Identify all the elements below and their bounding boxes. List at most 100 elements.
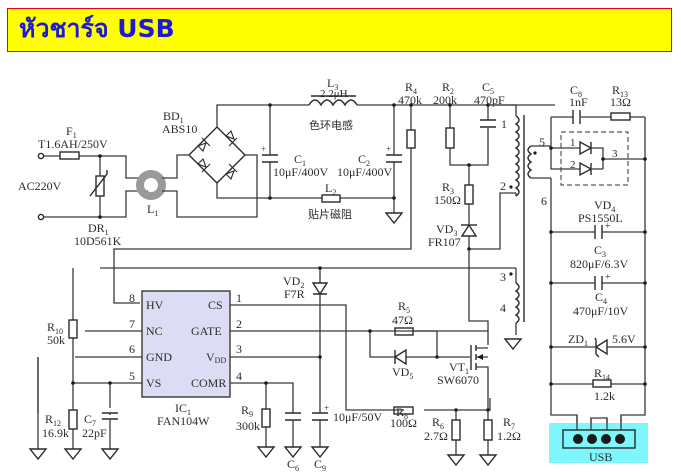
resistor-r12 <box>64 409 82 460</box>
ic-right-pins: 1 2 3 4 CS GATE VDD COMR <box>191 291 242 390</box>
c1-ref: C1 <box>294 152 306 168</box>
l3-note: 色环电感 <box>309 118 353 132</box>
r14-value: 1.2k <box>594 389 615 403</box>
c1-value: 10μF/400V <box>273 165 328 179</box>
capacitor-c7 <box>101 412 119 460</box>
c5-value: 470pF <box>474 93 505 107</box>
capacitor-c6 <box>284 412 302 458</box>
xfmr-pin-3: 3 <box>500 270 506 284</box>
svg-text:7: 7 <box>129 317 135 331</box>
bridge-rectifier-bd1 <box>188 104 270 199</box>
vd2-ref: VD2 <box>283 274 304 290</box>
svg-text:GND: GND <box>146 350 172 364</box>
zener-diode-zd1 <box>549 337 647 358</box>
resistor-r8 <box>393 406 414 415</box>
diode-vd2 <box>311 266 329 413</box>
common-mode-choke-l1 <box>136 170 166 200</box>
c8-ref: C8 <box>570 83 582 99</box>
usb-label: USB <box>589 450 612 464</box>
gnd-pin6 <box>29 357 47 460</box>
r6-ref: R6 <box>432 415 444 431</box>
svg-text:HV: HV <box>146 298 164 312</box>
resistor-r14 <box>549 379 647 388</box>
vd4-pin-1: 1 <box>570 137 576 149</box>
xfmr-pin-1: 1 <box>501 117 507 131</box>
c2-value: 10μF/400V <box>337 165 392 179</box>
r2-value: 200k <box>433 93 457 107</box>
choke-ref: L1 <box>147 202 158 218</box>
bridge-ref: BD1 <box>163 109 184 125</box>
varistor-dr1 <box>89 154 108 219</box>
svg-text:CS: CS <box>208 298 223 312</box>
vd3-value: FR107 <box>428 235 461 249</box>
vd4-pin-2: 2 <box>570 159 576 171</box>
c7-value: 22pF <box>82 426 107 440</box>
r14-ref: R14 <box>594 366 610 382</box>
resistor-r13 <box>610 112 645 121</box>
svg-text:6: 6 <box>129 342 135 356</box>
vd2-value: F7R <box>284 287 305 301</box>
capacitor-c4: + <box>549 272 647 290</box>
r2-ref: R2 <box>442 80 454 96</box>
r12-value: 16.9k <box>42 426 69 440</box>
svg-text:NC: NC <box>146 324 163 338</box>
c9-value: 10μF/50V <box>333 410 382 424</box>
c3-value: 820μF/6.3V <box>570 257 628 271</box>
bridge-value: ABS10 <box>162 122 197 136</box>
r9-value: 300k <box>236 419 260 433</box>
resistor-r9 <box>257 381 275 458</box>
inductor-l3 <box>308 95 358 107</box>
svg-text:VS: VS <box>146 376 161 390</box>
c7-ref: C7 <box>84 412 96 428</box>
r13-ref: R13 <box>612 83 628 99</box>
svg-text:COMR: COMR <box>191 376 226 390</box>
zd1-value: 5.6V <box>612 332 636 346</box>
xfmr-pin-2: 2 <box>500 179 506 193</box>
r13-value: 13Ω <box>610 95 631 109</box>
svg-text:+: + <box>386 144 391 154</box>
svg-text:+: + <box>605 221 611 232</box>
capacitor-c9: + <box>311 403 329 458</box>
vt1-value: SW6070 <box>437 373 479 387</box>
c9-ref: C9 <box>314 457 326 472</box>
l2-note: 贴片磁阻 <box>308 207 352 221</box>
l2-ref: L2 <box>325 181 336 197</box>
fuse-f1 <box>59 151 80 160</box>
resistor-r2 <box>445 103 490 166</box>
r8-value: 100Ω <box>390 416 417 430</box>
xfmr-pin-5: 5 <box>539 135 545 149</box>
controller-ic <box>141 290 231 398</box>
c4-ref: C4 <box>595 290 607 306</box>
flyback-transformer <box>100 104 551 350</box>
r5-ref: R5 <box>398 299 410 315</box>
c4-value: 470μF/10V <box>573 304 628 318</box>
ferrite-bead-l2 <box>321 194 341 203</box>
r7-ref: R7 <box>503 415 515 431</box>
title-banner: หัวชาร์จ USB <box>7 8 672 52</box>
xfmr-pin-4: 4 <box>500 301 506 315</box>
svg-text:+: + <box>605 272 611 283</box>
l3-ref: L3 <box>327 76 338 92</box>
ac-input-label: AC220V <box>18 179 62 193</box>
svg-text:+: + <box>324 403 329 413</box>
r12-ref: R12 <box>45 412 61 428</box>
r5-value: 47Ω <box>392 313 413 327</box>
vd5-ref: VD5 <box>392 365 413 381</box>
zd1-ref: ZD1 <box>568 332 588 348</box>
r3-ref: R3 <box>442 180 454 196</box>
fuse-ref: F1 <box>66 124 77 140</box>
diode-vd5 <box>393 348 407 366</box>
vd4-pin-3: 3 <box>612 148 618 160</box>
page-title: หัวชาร์จ USB <box>19 14 175 43</box>
c2-ref: C2 <box>358 152 370 168</box>
r7-value: 1.2Ω <box>497 429 521 443</box>
fuse-value: T1.6AH/250V <box>38 137 108 151</box>
diode-vd3 <box>460 192 516 251</box>
r4-value: 470k <box>398 93 422 107</box>
capacitor-c8 <box>551 110 611 124</box>
ac-input-terminals <box>37 152 45 221</box>
capacitor-c5 <box>480 119 496 128</box>
resistor-r10 <box>68 319 112 385</box>
svg-text:GATE: GATE <box>191 324 222 338</box>
